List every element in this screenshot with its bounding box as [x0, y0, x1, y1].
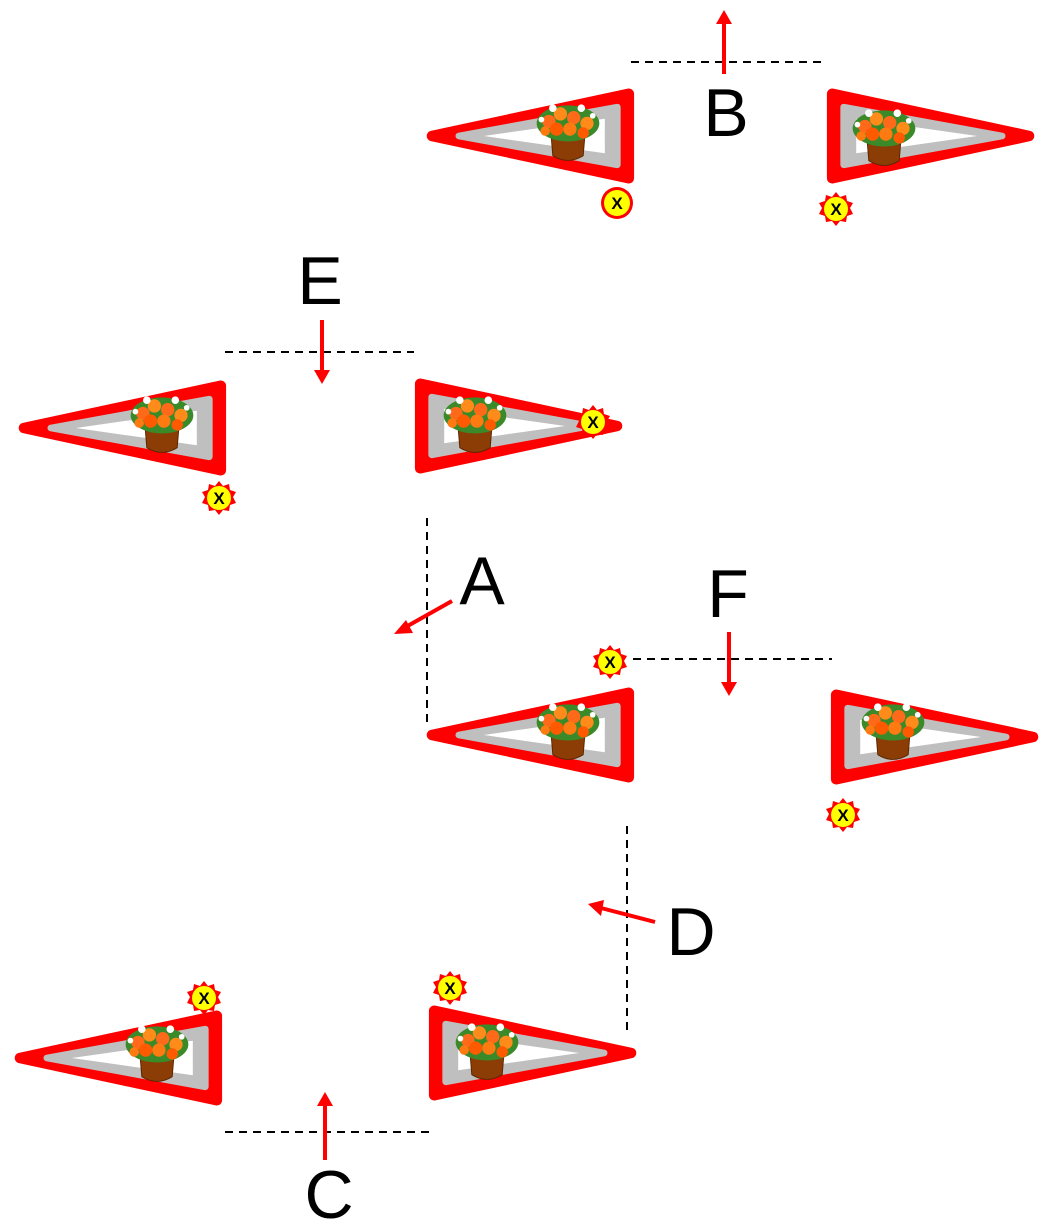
arrow-b-up-icon	[716, 10, 732, 74]
yellow-x-badge-icon: X	[601, 187, 633, 219]
sign-top-right: X	[819, 94, 1029, 226]
marker-x-text: X	[830, 200, 842, 219]
yellow-x-badge-icon: X	[187, 981, 221, 1015]
marker-x-text: X	[604, 653, 616, 672]
sign-lower-right: X	[826, 695, 1033, 832]
marker-x-text: X	[611, 194, 623, 213]
label-a: A	[459, 543, 505, 619]
label-c: C	[304, 1157, 353, 1224]
yellow-x-badge-icon: X	[826, 798, 860, 832]
label-f: F	[707, 556, 749, 632]
yellow-x-badge-icon: X	[433, 971, 467, 1005]
arrow-e-down-icon	[314, 320, 330, 384]
marker-x-text: X	[444, 979, 456, 998]
marker-x-text: X	[213, 489, 225, 508]
arrow-f-down-icon	[721, 632, 737, 696]
label-d: D	[666, 894, 715, 970]
sign-lower-left: X	[432, 645, 629, 777]
sign-middle-left: X	[24, 386, 236, 515]
yellow-x-badge-icon: X	[593, 645, 627, 679]
warning-triangle-sign-icon	[24, 386, 221, 470]
label-e: E	[297, 243, 342, 319]
warning-triangle-sign-icon	[20, 1016, 217, 1100]
arrow-c-up-icon	[317, 1092, 333, 1160]
sign-bottom-left: X	[20, 981, 221, 1100]
marker-x-text: X	[198, 989, 210, 1008]
marker-x-text: X	[587, 413, 599, 432]
sign-top-left: X	[432, 94, 633, 219]
arrow-a-pointer-icon	[394, 599, 453, 634]
arrow-d-pointer-icon	[588, 900, 656, 924]
yellow-x-badge-icon: X	[576, 405, 610, 439]
sign-bottom-right: X	[433, 971, 631, 1095]
sign-middle-right: X	[420, 384, 617, 468]
yellow-x-badge-icon: X	[819, 192, 853, 226]
yellow-x-badge-icon: X	[202, 481, 236, 515]
label-b: B	[703, 75, 748, 151]
warning-triangle-sign-icon	[836, 695, 1033, 779]
warning-triangle-sign-icon	[432, 94, 629, 178]
warning-triangle-sign-icon	[432, 693, 629, 777]
marker-x-text: X	[837, 806, 849, 825]
